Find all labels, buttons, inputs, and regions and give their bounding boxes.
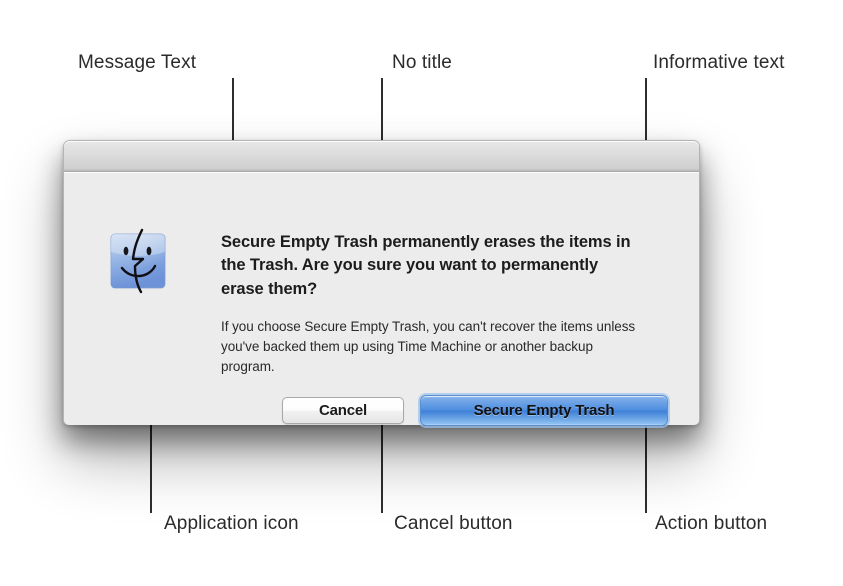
callout-label-cancel-button: Cancel button bbox=[394, 513, 513, 534]
dialog-button-row: Cancel Secure Empty Trash bbox=[64, 395, 699, 427]
callout-label-no-title: No title bbox=[392, 52, 452, 73]
callout-label-application-icon: Application icon bbox=[164, 513, 299, 534]
finder-icon bbox=[105, 228, 171, 294]
leader-line-message-text bbox=[232, 78, 234, 199]
leader-line-action-button bbox=[645, 386, 647, 513]
dialog-message-text: Secure Empty Trash permanently erases th… bbox=[221, 233, 631, 298]
alert-dialog: Secure Empty Trash permanently erases th… bbox=[63, 140, 700, 427]
dialog-body: Secure Empty Trash permanently erases th… bbox=[64, 172, 699, 427]
callout-label-message-text: Message Text bbox=[78, 52, 197, 73]
dialog-titlebar[interactable] bbox=[64, 141, 699, 172]
leader-line-no-title bbox=[381, 78, 383, 143]
action-button-secure-empty-trash[interactable]: Secure Empty Trash bbox=[420, 395, 668, 426]
dialog-informative-text: If you choose Secure Empty Trash, you ca… bbox=[221, 319, 636, 374]
cancel-button[interactable]: Cancel bbox=[282, 397, 404, 424]
callout-label-informative-text: Informative text bbox=[653, 52, 785, 73]
leader-line-cancel-button bbox=[381, 389, 383, 513]
callout-label-action-button: Action button bbox=[655, 513, 768, 534]
